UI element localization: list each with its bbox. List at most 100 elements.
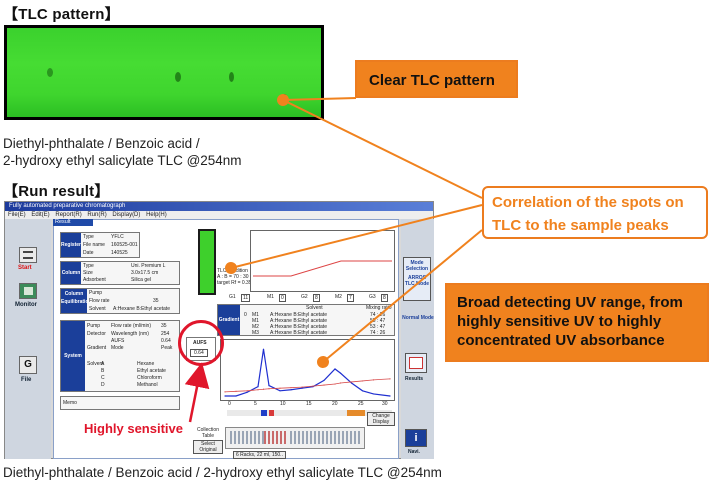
tube-rack: [230, 431, 361, 444]
segment-label: G3: [369, 294, 376, 300]
highly-sensitive-label: Highly sensitive: [84, 421, 183, 436]
menu-display[interactable]: Display(D): [112, 212, 141, 218]
chromatogram-point: [334, 368, 336, 370]
tlc-spot: [175, 72, 181, 82]
column-header: Column: [61, 262, 81, 284]
system-row-label: Detector: [87, 331, 106, 337]
register-row-label: Date: [83, 250, 94, 256]
tlc-caption-line2: 2-hydroxy ethyl salicylate TLC @254nm: [3, 153, 242, 168]
column-row-label: Adsorbent: [83, 277, 106, 283]
segment-label: G1: [229, 294, 236, 300]
uv-range-callout: Broad detecting UV range, from highly se…: [445, 283, 709, 362]
column-row-value: 3.0x17.5 cm: [131, 270, 159, 276]
chromatogram-point: [361, 380, 364, 382]
gradient-trace-line: [224, 378, 391, 393]
tube-rack-highlight: [264, 431, 288, 444]
menu-run[interactable]: Run(R): [87, 212, 107, 218]
memo-label: Memo: [63, 400, 77, 406]
equilibration-table: Column Equilibration Pump Flow rate Solv…: [60, 288, 180, 314]
clear-tlc-callout: Clear TLC pattern: [355, 60, 518, 98]
gradient-cell: A:Hexane B:Ethyl acetate: [270, 324, 327, 330]
fraction-block: [261, 410, 267, 416]
correlation-callout: Correlation of the spots on TLC to the s…: [482, 186, 708, 239]
x-tick: 0: [228, 401, 231, 407]
chromatogram-point: [257, 389, 259, 391]
tab-result[interactable]: Result: [53, 219, 93, 226]
register-row-label: File name: [83, 242, 105, 248]
x-tick: 20: [332, 401, 338, 407]
tlc-spot: [47, 68, 53, 77]
segment-value: 8: [313, 294, 320, 302]
tlc-gradient-line: [253, 260, 392, 277]
chromatogram-point: [257, 386, 259, 388]
gradient-cell: 0: [244, 312, 247, 318]
info-icon: i: [414, 432, 418, 444]
run-caption: Diethyl-phthalate / Benzoic acid / 2-hyd…: [3, 465, 442, 480]
tlc-condition-rf: target Rf = 0.35: [217, 280, 252, 286]
menu-file[interactable]: File(E): [8, 212, 26, 218]
segment-row: G1 11 M1 0 G2 8 M2 7 G3 8: [213, 294, 399, 302]
chromatogram-point: [279, 387, 281, 389]
file-icon: G: [24, 359, 32, 370]
segment-value: 8: [381, 294, 388, 302]
solvent-letter: A: [101, 361, 105, 367]
results-icon: [409, 357, 423, 369]
chromatogram-point: [224, 395, 226, 397]
menu-bar: File(E) Edit(E) Report(R) Run(R) Display…: [5, 211, 433, 219]
uv-trace-line: [225, 349, 391, 397]
file-button[interactable]: G: [19, 356, 37, 374]
mode-selection-button[interactable]: Mode Selection ARROS TLC Mode: [403, 257, 431, 301]
chromatogram-point: [312, 385, 314, 387]
fraction-block: [347, 410, 365, 416]
chromatogram-point: [350, 382, 353, 384]
register-row-value: 160525-001: [111, 242, 138, 248]
system-header: System: [61, 321, 85, 391]
chromatogram-svg: [224, 348, 391, 397]
gradient-cell: 74 : 26: [370, 330, 386, 336]
column-row-value: Uni. Premium L: [131, 263, 166, 269]
menu-help[interactable]: Help(H): [146, 212, 167, 218]
chromatogram-point: [372, 379, 375, 381]
chromatogram-point: [246, 390, 248, 392]
column-row-label: Type: [83, 263, 94, 269]
tlc-mode-label: ARROS TLC Mode: [404, 275, 430, 287]
menu-report[interactable]: Report(R): [55, 212, 82, 218]
monitor-icon: [24, 287, 33, 295]
memo-field[interactable]: Memo: [60, 396, 180, 410]
monitor-label: Monitor: [15, 302, 37, 308]
select-original-button[interactable]: Select Original: [193, 440, 223, 454]
solvent-name: Methanol: [137, 382, 158, 388]
tlc-gradient-plot: [250, 230, 395, 292]
collection-tubes: [225, 427, 365, 449]
solvent-name: Chloroform: [137, 375, 162, 381]
normal-mode-label[interactable]: Normal Mode: [402, 315, 434, 321]
tlc-thumbnail: [198, 229, 216, 295]
system-row-label: Solvent: [87, 361, 104, 367]
column-row-label: Size: [83, 270, 93, 276]
system-setting: 0.64: [161, 338, 171, 344]
tlc-section-title: 【TLC pattern】: [3, 6, 120, 23]
gradient-cell: M1: [252, 312, 259, 318]
change-display-button[interactable]: Change Display: [367, 412, 395, 426]
gradient-cell: A:Hexane B:Ethyl acetate: [270, 318, 327, 324]
system-row-label: Gradient: [87, 345, 107, 351]
x-tick-row: 0 5 10 15 20 25 30: [220, 401, 395, 409]
menu-edit[interactable]: Edit(E): [31, 212, 50, 218]
chromatogram-point: [246, 391, 248, 393]
system-param: Mode: [111, 345, 124, 351]
start-button[interactable]: [19, 247, 37, 263]
chromatogram-point: [268, 385, 270, 387]
tlc-spot: [229, 72, 234, 82]
monitor-button[interactable]: [19, 283, 37, 299]
gradient-cell: M2: [252, 324, 259, 330]
results-button[interactable]: [405, 353, 427, 373]
x-tick: 5: [254, 401, 257, 407]
chromatogram-point: [301, 387, 303, 389]
aufs-highlight-circle: [178, 320, 224, 366]
register-header: Register: [61, 233, 81, 257]
navi-button[interactable]: i: [405, 429, 427, 447]
right-nav: Mode Selection ARROS TLC Mode Normal Mod…: [401, 219, 434, 459]
chromatogram-point: [361, 390, 364, 392]
equilibration-row-label: Pump: [89, 290, 103, 296]
gradient-cell: A:Hexane B:Ethyl acetate: [270, 312, 327, 318]
